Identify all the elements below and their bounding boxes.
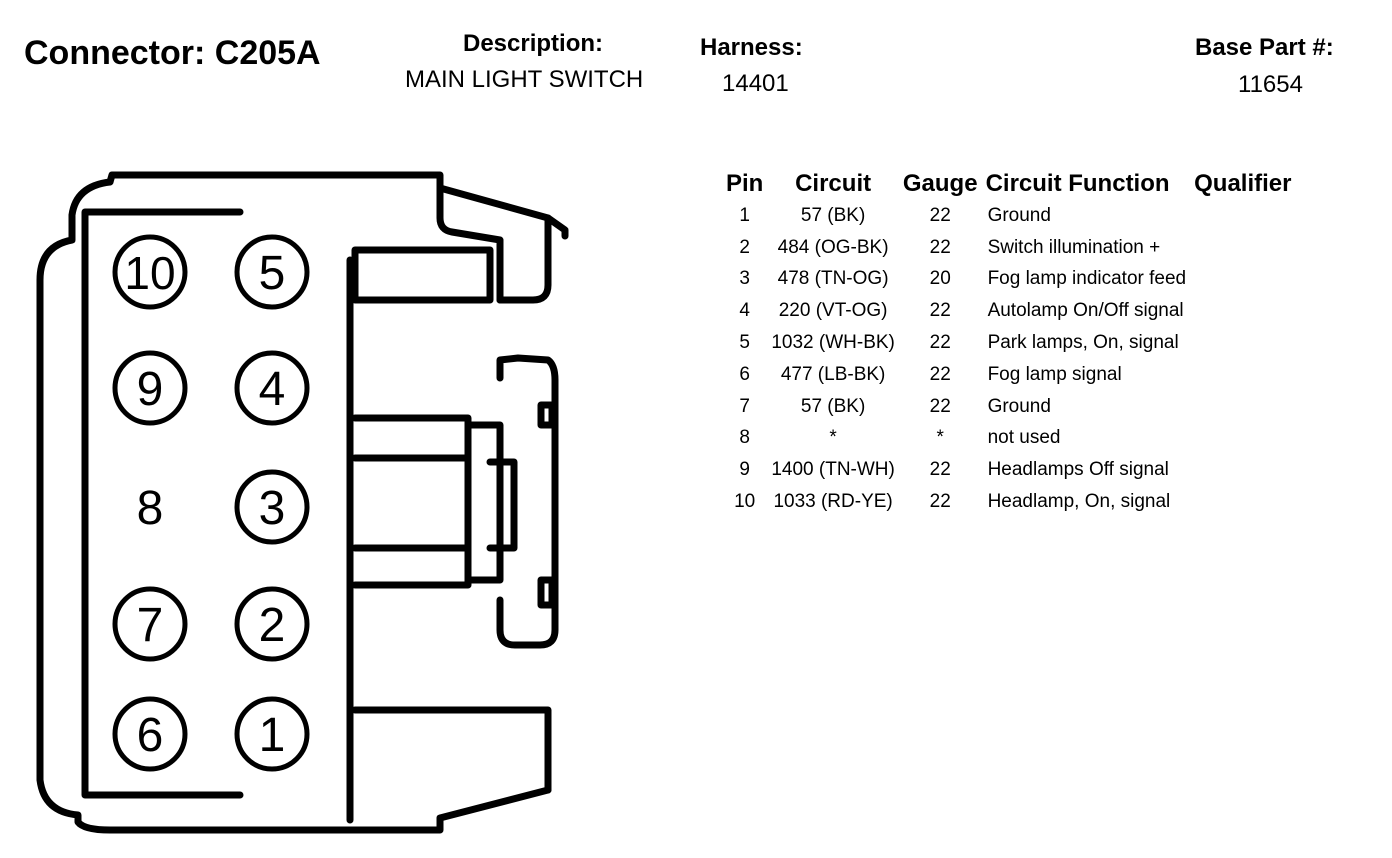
function-cell: Fog lamp indicator feed: [987, 268, 1187, 290]
circuit-cell: 1032 (WH-BK): [771, 332, 895, 354]
pin-number-label: 2: [259, 599, 286, 652]
function-cell: Ground: [987, 395, 1051, 417]
harness-value: 14401: [722, 70, 789, 97]
qualifier-cell: [1190, 486, 1295, 518]
pin-number-label: 1: [259, 709, 286, 762]
column-header-pin: Pin: [726, 170, 764, 197]
base-part-label: Base Part #:: [1195, 34, 1334, 61]
circuit-cell: 478 (TN-OG): [777, 268, 889, 290]
table-row: 6 477 (LB-BK) 22 Fog lamp signal: [722, 359, 1295, 391]
table-row: 9 1400 (TN-WH) 22 Headlamps Off signal: [722, 454, 1295, 486]
pin-number-label: 10: [124, 247, 175, 299]
qualifier-cell: [1190, 359, 1295, 391]
circuit-cell: 484 (OG-BK): [777, 236, 889, 258]
gauge-cell: 22: [929, 236, 951, 258]
connector-face-diagram: 10 5 9 4 8 3 7 2 6 1: [36, 171, 569, 834]
circuit-cell: 477 (LB-BK): [780, 363, 886, 385]
connector-housing-outline: [36, 171, 569, 834]
gauge-cell: 22: [929, 491, 951, 513]
pin-circle: [112, 350, 188, 426]
pin-circle: [234, 234, 310, 310]
gauge-cell: 22: [929, 459, 951, 481]
qualifier-cell: [1190, 264, 1295, 296]
harness-label: Harness:: [700, 34, 803, 61]
pin-cell: 3: [739, 268, 750, 290]
function-cell: Fog lamp signal: [987, 363, 1122, 385]
qualifier-cell: [1190, 454, 1295, 486]
pin-number-label: 3: [259, 482, 286, 535]
gauge-cell: *: [936, 427, 944, 449]
table-row: 5 1032 (WH-BK) 22 Park lamps, On, signal: [722, 327, 1295, 359]
table-row: 7 57 (BK) 22 Ground: [722, 391, 1295, 423]
qualifier-cell: [1190, 295, 1295, 327]
qualifier-cell: [1190, 423, 1295, 455]
function-cell: Park lamps, On, signal: [987, 332, 1179, 354]
circuit-cell: 57 (BK): [800, 204, 866, 226]
gauge-cell: 22: [929, 332, 951, 354]
column-header-qualifier: Qualifier: [1194, 170, 1292, 197]
table-row: 1 57 (BK) 22 Ground: [722, 200, 1295, 232]
pin-cell: 7: [739, 395, 750, 417]
function-cell: Autolamp On/Off signal: [987, 300, 1184, 322]
pin-number-label: 6: [137, 709, 164, 762]
circuit-cell: *: [829, 427, 837, 449]
pin-cell: 1: [739, 204, 750, 226]
pin-table: Pin Circuit Gauge Circuit Function Quali…: [722, 168, 1295, 518]
pin-circle: [234, 469, 310, 545]
pin-circle: [234, 696, 310, 772]
column-header-gauge: Gauge: [902, 170, 978, 197]
table-row: 2 484 (OG-BK) 22 Switch illumination +: [722, 232, 1295, 264]
circuit-cell: 220 (VT-OG): [778, 300, 888, 322]
pin-circle: [112, 586, 188, 662]
column-header-circuit: Circuit: [795, 170, 872, 197]
pin-cell: 9: [739, 459, 750, 481]
circuit-cell: 1033 (RD-YE): [773, 491, 893, 513]
qualifier-cell: [1190, 200, 1295, 232]
table-row: 3 478 (TN-OG) 20 Fog lamp indicator feed: [722, 264, 1295, 296]
pin-circle: [234, 350, 310, 426]
base-part-value: 11654: [1238, 71, 1303, 98]
pin-circle: [112, 696, 188, 772]
function-cell: Switch illumination +: [987, 236, 1161, 258]
pin-circle: [234, 586, 310, 662]
qualifier-cell: [1190, 232, 1295, 264]
description-value: MAIN LIGHT SWITCH: [405, 66, 644, 93]
column-header-circuit-function: Circuit Function: [985, 170, 1170, 197]
table-row: 8 * * not used: [722, 423, 1295, 455]
table-row: 10 1033 (RD-YE) 22 Headlamp, On, signal: [722, 486, 1295, 518]
gauge-cell: 22: [929, 363, 951, 385]
function-cell: Headlamp, On, signal: [987, 491, 1171, 513]
pin-number-label: 4: [259, 363, 286, 416]
gauge-cell: 20: [929, 268, 951, 290]
pin-cell: 4: [739, 300, 750, 322]
function-cell: not used: [987, 427, 1061, 449]
table-header-row: Pin Circuit Gauge Circuit Function Quali…: [722, 168, 1295, 200]
gauge-cell: 22: [929, 395, 951, 417]
connector-title: Connector: C205A: [24, 34, 321, 72]
pin-cell: 5: [739, 332, 750, 354]
pin-number-label: 9: [137, 363, 164, 416]
gauge-cell: 22: [929, 204, 951, 226]
description-label: Description:: [463, 30, 604, 57]
table-row: 4 220 (VT-OG) 22 Autolamp On/Off signal: [722, 295, 1295, 327]
pin-number-label: 7: [137, 599, 164, 652]
function-cell: Headlamps Off signal: [987, 459, 1169, 481]
qualifier-cell: [1190, 327, 1295, 359]
circuit-cell: 1400 (TN-WH): [771, 459, 895, 481]
pin-grid: 10 5 9 4 8 3 7 2 6 1: [112, 234, 310, 772]
function-cell: Ground: [987, 204, 1051, 226]
qualifier-cell: [1190, 391, 1295, 423]
pin-cell: 8: [739, 427, 750, 449]
pin-number-label: 8: [137, 482, 164, 535]
circuit-cell: 57 (BK): [800, 395, 866, 417]
pin-circle: [112, 234, 188, 310]
pin-cell: 6: [739, 363, 750, 385]
pin-cell: 10: [734, 491, 756, 513]
pin-number-label: 5: [259, 247, 286, 300]
gauge-cell: 22: [929, 300, 951, 322]
pin-cell: 2: [739, 236, 750, 258]
